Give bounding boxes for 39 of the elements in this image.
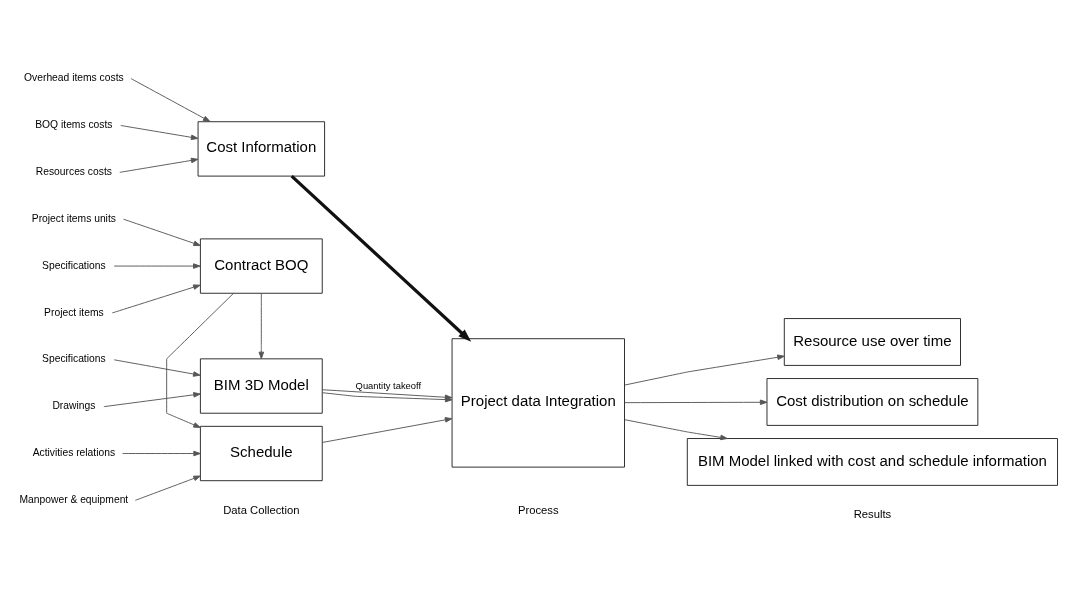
node-box: Cost distribution on schedule <box>766 377 979 426</box>
arrow <box>120 124 199 140</box>
node-box: BIM Model linked with cost and schedule information <box>686 437 1058 486</box>
node-text: Project items units <box>31 212 116 224</box>
arrow <box>123 218 201 246</box>
arrow <box>130 77 211 122</box>
node-text: Project items <box>44 306 104 318</box>
arrow <box>321 416 453 443</box>
arrow <box>166 292 234 428</box>
edge-label: Quantity takeoff <box>355 380 422 391</box>
node-text: BOQ items costs <box>35 118 113 130</box>
label: Data Collection <box>223 503 300 516</box>
arrow <box>134 475 201 501</box>
arrow <box>290 174 472 342</box>
arrow <box>624 354 785 385</box>
arrow <box>113 262 201 269</box>
arrow <box>111 283 201 313</box>
node-text: Resources costs <box>35 165 112 177</box>
node-box: Project data Integration <box>451 337 625 468</box>
label: Results <box>853 507 892 520</box>
label: Process <box>517 503 559 516</box>
arrow <box>122 450 201 456</box>
node-box: Contract BOQ <box>199 237 323 294</box>
node-text: Specifications <box>42 352 106 364</box>
arrow <box>119 157 199 173</box>
node-box: BIM 3D Model <box>199 357 323 414</box>
arrow <box>624 399 768 405</box>
node-box: Schedule <box>199 425 323 481</box>
node-box: Cost Information <box>197 120 326 177</box>
node-text: Manpower & equipment <box>19 493 129 505</box>
node-text: Overhead items costs <box>24 71 124 83</box>
node-text: Activities relations <box>32 446 116 458</box>
arrow <box>113 358 201 377</box>
arrow <box>258 292 265 359</box>
node-text: Drawings <box>52 399 96 411</box>
arrow <box>624 418 728 440</box>
node-text: Specifications <box>42 259 106 271</box>
arrow <box>103 391 201 407</box>
node-box: Resource use over time <box>783 317 961 366</box>
